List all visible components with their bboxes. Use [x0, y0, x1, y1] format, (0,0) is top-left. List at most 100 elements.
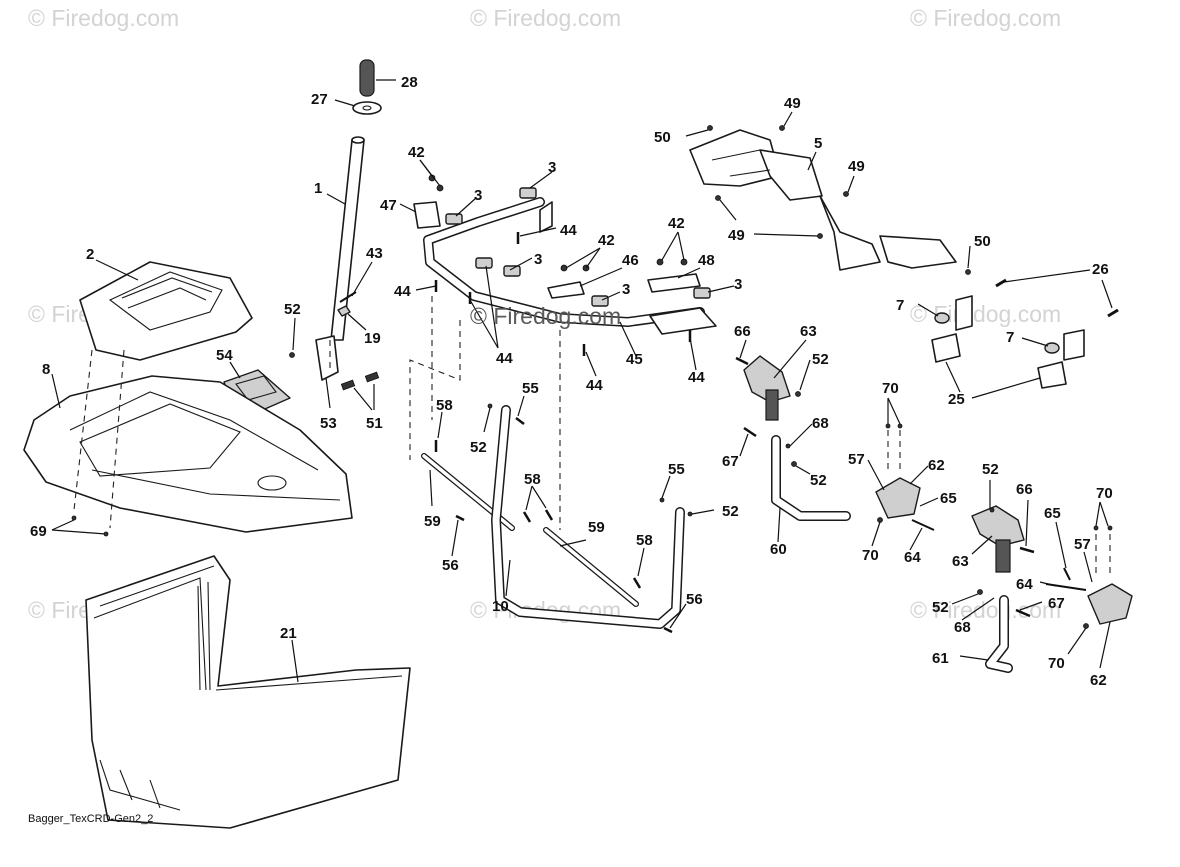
- callout-55: 55: [668, 461, 685, 478]
- handle-grip: [359, 59, 375, 97]
- callout-3: 3: [734, 276, 742, 293]
- cover-assembly: [23, 259, 353, 537]
- watermark-text: © Firedog.com: [470, 5, 621, 31]
- lever-assembly-right: [951, 480, 1133, 673]
- callout-42: 42: [598, 232, 615, 249]
- callout-45: 45: [626, 351, 643, 368]
- callout-3: 3: [622, 281, 630, 298]
- callout-3: 3: [474, 187, 482, 204]
- callout-52: 52: [982, 461, 999, 478]
- callout-57: 57: [848, 451, 865, 468]
- callout-52: 52: [470, 439, 487, 456]
- washer: [352, 101, 382, 115]
- callout-52: 52: [284, 301, 301, 318]
- callout-43: 43: [366, 245, 383, 262]
- callout-70: 70: [862, 547, 879, 564]
- callout-44: 44: [688, 369, 705, 386]
- watermark-text: © Firedog.com: [910, 5, 1061, 31]
- callout-47: 47: [380, 197, 397, 214]
- callout-63: 63: [952, 553, 969, 570]
- callout-26: 26: [1092, 261, 1109, 278]
- callout-50: 50: [974, 233, 991, 250]
- callout-52: 52: [722, 503, 739, 520]
- nut: [337, 305, 351, 317]
- callout-48: 48: [698, 252, 715, 269]
- callout-44: 44: [394, 283, 411, 300]
- callout-70: 70: [1048, 655, 1065, 672]
- callout-59: 59: [424, 513, 441, 530]
- callout-62: 62: [928, 457, 945, 474]
- callout-65: 65: [1044, 505, 1061, 522]
- callout-44: 44: [586, 377, 603, 394]
- latch-parts: [917, 269, 1119, 399]
- bagger-bin: [85, 555, 411, 829]
- callout-19: 19: [364, 330, 381, 347]
- callout-63: 63: [800, 323, 817, 340]
- callout-70: 70: [1096, 485, 1113, 502]
- callout-70: 70: [882, 380, 899, 397]
- callout-3: 3: [548, 159, 556, 176]
- callout-49: 49: [784, 95, 801, 112]
- callout-59: 59: [588, 519, 605, 536]
- callout-69: 69: [30, 523, 47, 540]
- callout-54: 54: [216, 347, 233, 364]
- callout-67: 67: [1048, 595, 1065, 612]
- callout-52: 52: [812, 351, 829, 368]
- callout-51: 51: [366, 415, 383, 432]
- callout-42: 42: [668, 215, 685, 232]
- callout-25: 25: [948, 391, 965, 408]
- callout-58: 58: [636, 532, 653, 549]
- callout-7: 7: [1006, 329, 1014, 346]
- mount-bracket: [315, 335, 339, 381]
- watermark-text: © Firedog.com: [470, 303, 621, 329]
- callout-labels: 28 27 1 43 19 52 53 51 2 54 8 69 21 42 4…: [30, 74, 1113, 689]
- callout-5: 5: [814, 135, 822, 152]
- callout-62: 62: [1090, 672, 1107, 689]
- callout-28: 28: [401, 74, 418, 91]
- callout-52: 52: [932, 599, 949, 616]
- callout-27: 27: [311, 91, 328, 108]
- lower-rods: [421, 395, 715, 634]
- callout-50: 50: [654, 129, 671, 146]
- callout-68: 68: [954, 619, 971, 636]
- watermark-text: © Firedog.com: [910, 301, 1061, 327]
- callout-60: 60: [770, 541, 787, 558]
- callout-58: 58: [524, 471, 541, 488]
- callout-44: 44: [560, 222, 577, 239]
- callout-52: 52: [810, 472, 827, 489]
- callout-66: 66: [1016, 481, 1033, 498]
- callout-53: 53: [320, 415, 337, 432]
- callout-56: 56: [686, 591, 703, 608]
- callout-42: 42: [408, 144, 425, 161]
- lever-assembly-left: [735, 339, 939, 551]
- callout-10: 10: [492, 598, 509, 615]
- callout-61: 61: [932, 650, 949, 667]
- callout-46: 46: [622, 252, 639, 269]
- diagram-caption: Bagger_TexCRD-Gen2_2: [28, 813, 153, 825]
- callout-67: 67: [722, 453, 739, 470]
- frame-assembly: [399, 159, 735, 530]
- callout-68: 68: [812, 415, 829, 432]
- callout-56: 56: [442, 557, 459, 574]
- callout-1: 1: [314, 180, 322, 197]
- callout-49: 49: [728, 227, 745, 244]
- callout-3: 3: [534, 251, 542, 268]
- callout-7: 7: [896, 297, 904, 314]
- hopper-cover: [79, 261, 253, 361]
- callout-21: 21: [280, 625, 297, 642]
- callout-57: 57: [1074, 536, 1091, 553]
- callout-2: 2: [86, 246, 94, 263]
- watermark-text: © Firedog.com: [910, 597, 1061, 623]
- hitch-bracket: [685, 111, 971, 275]
- callout-64: 64: [904, 549, 921, 566]
- watermark-text: © Firedog.com: [28, 5, 179, 31]
- callout-49: 49: [848, 158, 865, 175]
- callout-66: 66: [734, 323, 751, 340]
- bag-bin: [85, 555, 411, 829]
- callout-58: 58: [436, 397, 453, 414]
- bagger-housing: [23, 375, 353, 533]
- callout-44: 44: [496, 350, 513, 367]
- callout-55: 55: [522, 380, 539, 397]
- callout-8: 8: [42, 361, 50, 378]
